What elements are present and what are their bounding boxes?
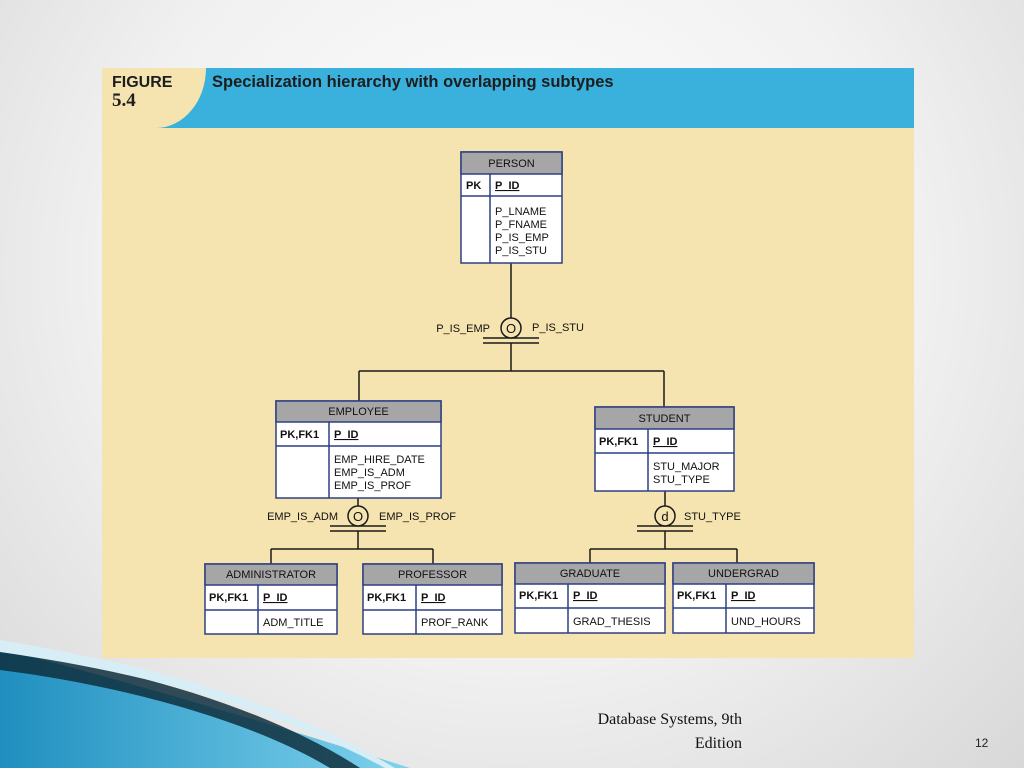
attribute: PROF_RANK <box>421 617 489 629</box>
figure-label-word: FIGURE <box>112 74 173 91</box>
attribute: ADM_TITLE <box>263 617 324 629</box>
person-specialization: O P_IS_EMP P_IS_STU <box>436 317 584 339</box>
attribute: STU_MAJOR <box>653 461 720 473</box>
page-number: 12 <box>975 736 989 750</box>
employee-spec-left-label: EMP_IS_ADM <box>267 511 338 523</box>
attribute: P_FNAME <box>495 219 547 231</box>
overlap-symbol <box>347 505 369 527</box>
attribute: P_LNAME <box>495 206 546 218</box>
key-field: P_ID <box>334 429 359 441</box>
figure-title: Specialization hierarchy with overlappin… <box>212 73 614 91</box>
key-field: P_ID <box>731 590 756 602</box>
figure-header-bar <box>102 68 914 128</box>
entity-professor: PROFESSOR PK,FK1 P_ID PROF_RANK <box>362 563 503 635</box>
entity-title: PERSON <box>488 158 535 170</box>
entity-administrator: ADMINISTRATOR PK,FK1 P_ID ADM_TITLE <box>204 563 338 635</box>
attribute: UND_HOURS <box>731 616 801 628</box>
key-field: P_ID <box>421 592 446 604</box>
key-field: P_ID <box>653 436 678 448</box>
employee-spec-right-label: EMP_IS_PROF <box>379 511 456 523</box>
entity-employee: EMPLOYEE PK,FK1 P_ID EMP_HIRE_DATE EMP_I… <box>275 400 442 499</box>
decorative-swoosh <box>0 640 410 768</box>
attribute: STU_TYPE <box>653 474 710 486</box>
entity-graduate: GRADUATE PK,FK1 P_ID GRAD_THESIS <box>514 562 666 634</box>
key-label: PK,FK1 <box>677 590 716 602</box>
entity-title: STUDENT <box>639 413 691 425</box>
disjoint-symbol <box>654 505 676 527</box>
entity-title: EMPLOYEE <box>328 406 389 418</box>
attribute: EMP_HIRE_DATE <box>334 454 425 466</box>
attribute: EMP_IS_ADM <box>334 467 405 479</box>
student-specialization: d STU_TYPE <box>654 505 741 527</box>
student-spec-right-label: STU_TYPE <box>684 511 741 523</box>
employee-specialization: O EMP_IS_ADM EMP_IS_PROF <box>267 505 456 527</box>
key-field: P_ID <box>495 180 520 192</box>
key-field: P_ID <box>573 590 598 602</box>
key-label: PK,FK1 <box>599 436 638 448</box>
key-label: PK <box>466 180 481 192</box>
attribute: P_IS_EMP <box>495 232 549 244</box>
overlap-symbol <box>500 317 522 339</box>
key-field: P_ID <box>263 592 288 604</box>
figure-panel: FIGURE 5.4 Specialization hierarchy with… <box>102 68 914 658</box>
entity-title: GRADUATE <box>560 568 620 580</box>
person-spec-left-label: P_IS_EMP <box>436 323 490 335</box>
entity-person: PERSON PK P_ID P_LNAME P_FNAME P_IS_EMP … <box>460 151 563 264</box>
source-line-1: Database Systems, 9th <box>597 711 742 728</box>
source-citation: Database Systems, 9th Edition <box>522 708 742 756</box>
person-spec-symbol: O <box>506 321 516 336</box>
attribute: GRAD_THESIS <box>573 616 651 628</box>
attribute: P_IS_STU <box>495 245 547 257</box>
entity-student: STUDENT PK,FK1 P_ID STU_MAJOR STU_TYPE <box>594 406 735 492</box>
key-label: PK,FK1 <box>367 592 406 604</box>
figure-label-number: 5.4 <box>112 90 136 111</box>
key-label: PK,FK1 <box>209 592 248 604</box>
key-label: PK,FK1 <box>280 429 319 441</box>
attribute: EMP_IS_PROF <box>334 480 411 492</box>
entity-undergrad: UNDERGRAD PK,FK1 P_ID UND_HOURS <box>672 562 815 634</box>
person-spec-right-label: P_IS_STU <box>532 322 584 334</box>
erd-diagram: O P_IS_EMP P_IS_STU O EMP_IS_ADM EMP_IS_… <box>204 151 815 635</box>
entity-title: ADMINISTRATOR <box>226 569 316 581</box>
entity-title: UNDERGRAD <box>708 568 779 580</box>
entity-title: PROFESSOR <box>398 569 467 581</box>
student-spec-symbol: d <box>661 509 668 524</box>
key-label: PK,FK1 <box>519 590 558 602</box>
figure-label: FIGURE 5.4 <box>112 74 172 110</box>
employee-spec-symbol: O <box>353 509 363 524</box>
source-line-2: Edition <box>694 735 742 752</box>
